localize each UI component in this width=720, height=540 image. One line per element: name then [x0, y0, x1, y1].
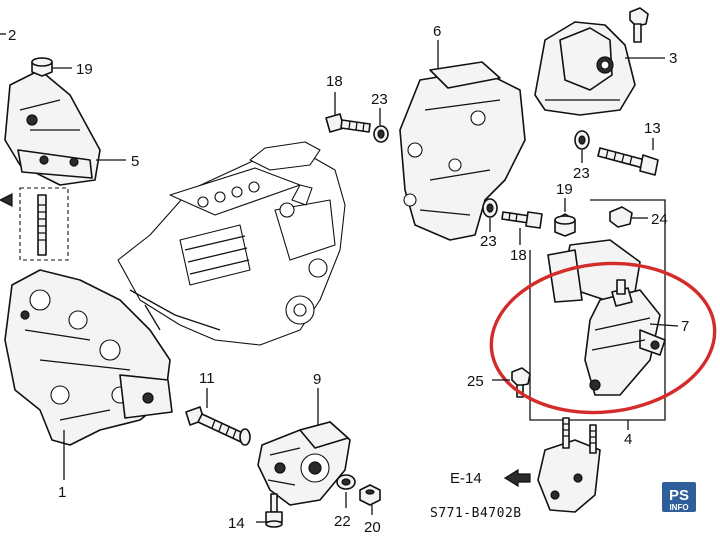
mount-part-3 [534, 21, 636, 116]
bolt-part-11 [185, 406, 251, 446]
callout-11: 11 [199, 370, 215, 387]
callout-4: 4 [624, 431, 632, 448]
bracket-part-5 [4, 69, 101, 186]
callout-25: 25 [467, 373, 484, 390]
callout-20: 20 [364, 519, 381, 536]
reference-label: E-14 [450, 470, 482, 487]
callout-13: 13 [644, 120, 661, 137]
watermark-badge: PS INFO [662, 482, 696, 512]
nut-part-19-right [554, 213, 576, 237]
callout-18-top: 18 [326, 73, 343, 90]
bracket-part-1 [4, 269, 173, 446]
diagram-code: S771-B4702B [430, 506, 522, 521]
highlight-circle [489, 261, 717, 415]
callout-3: 3 [669, 50, 677, 67]
callout-6: 6 [433, 23, 441, 40]
engine-block [117, 141, 346, 346]
reference-arrow [503, 468, 531, 488]
bolt-top-right [629, 7, 649, 43]
bracket-part-6 [399, 61, 526, 241]
watermark-line1: PS [669, 487, 689, 504]
bolt-part-13 [597, 147, 659, 176]
callout-14: 14 [228, 515, 245, 532]
nut-part-20 [359, 484, 381, 506]
bolt-part-18-mid [501, 211, 543, 229]
nut-part-19-left [31, 57, 53, 77]
callout-18-mid: 18 [510, 247, 527, 264]
callout-2: 2 [8, 27, 16, 44]
callout-19-left: 19 [76, 61, 93, 78]
bolt-part-24 [609, 206, 633, 228]
callout-1: 1 [58, 484, 66, 501]
washer-part-23-right [574, 130, 590, 150]
bolt-part-14 [265, 493, 283, 528]
callout-9: 9 [313, 371, 321, 388]
callout-24: 24 [651, 211, 668, 228]
bolt-part-18-top [325, 113, 371, 133]
callout-23-top: 23 [371, 91, 388, 108]
washer-part-23-mid [482, 198, 498, 218]
mount-assembly-part-4 [529, 199, 666, 421]
mount-part-9 [257, 421, 351, 506]
washer-part-23-top [373, 125, 389, 143]
callout-23-right: 23 [573, 165, 590, 182]
callout-5: 5 [131, 153, 139, 170]
leader-lines [0, 33, 679, 523]
callout-7: 7 [681, 318, 689, 335]
callout-22: 22 [334, 513, 351, 530]
stud-bolt-left [0, 187, 69, 261]
callout-23-mid: 23 [480, 233, 497, 250]
watermark-line2: INFO [669, 503, 688, 512]
lower-mount-bracket [537, 417, 601, 513]
washer-part-22 [336, 474, 356, 490]
callout-19-right: 19 [556, 181, 573, 198]
